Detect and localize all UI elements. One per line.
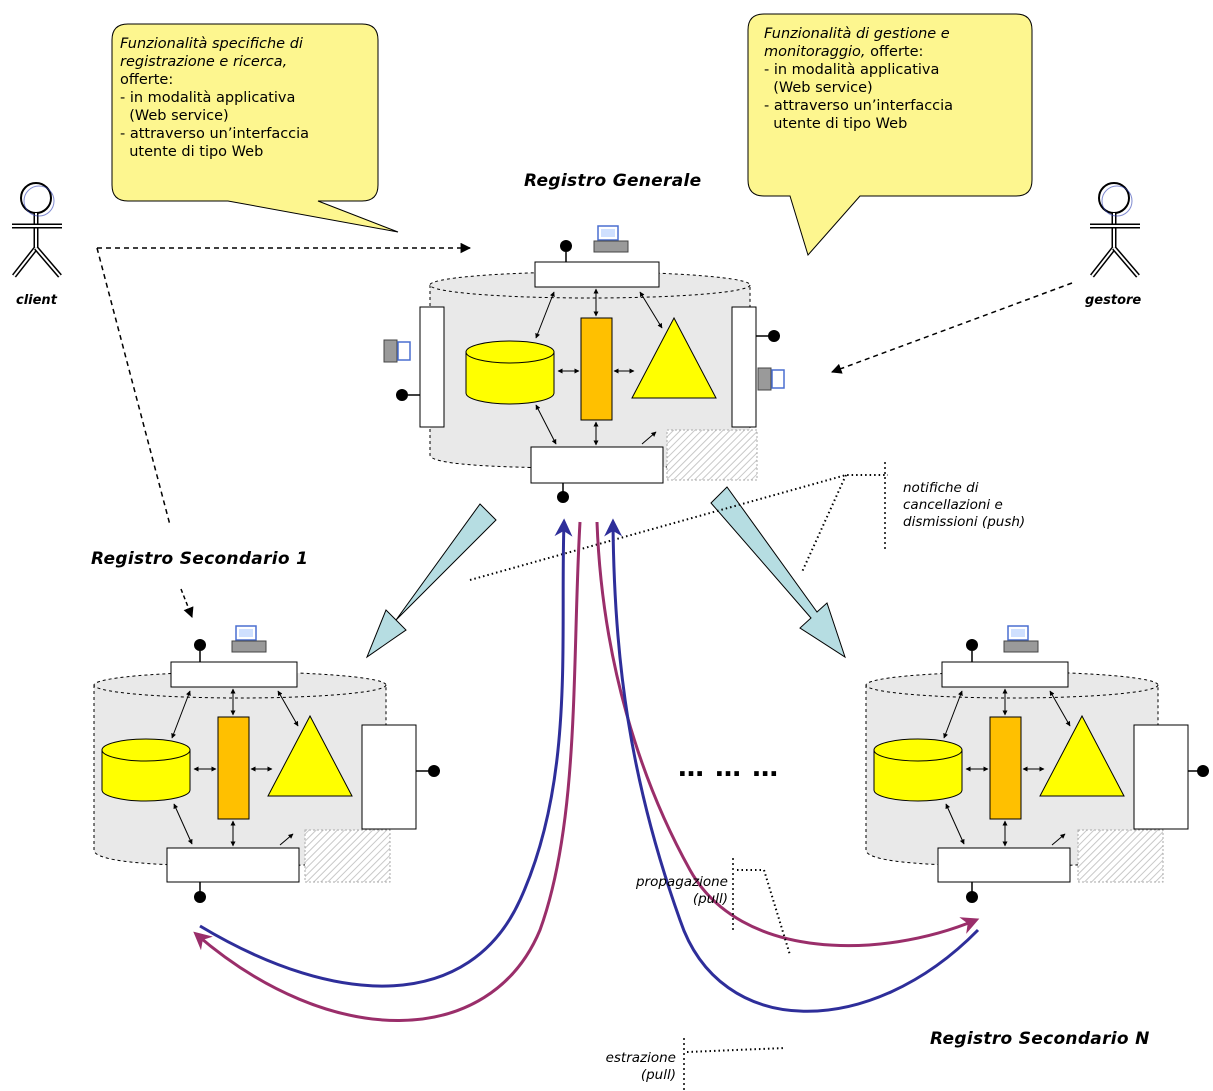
client-label: client xyxy=(16,293,57,308)
registro-generale-block xyxy=(383,225,785,503)
callout-left-line: registrazione e ricerca, xyxy=(120,54,288,70)
notifiche-dotted-connector xyxy=(469,474,888,581)
more-registries-ellipsis: … … … xyxy=(678,753,780,783)
registro-secondario-1-block xyxy=(93,625,440,903)
title-registro-secondario-n: Registro Secondario N xyxy=(930,1029,1150,1049)
client-actor-icon xyxy=(12,182,62,278)
callout-right-line: - attraverso un’interfaccia xyxy=(764,98,954,114)
callout-left-line: Funzionalità specifiche di xyxy=(120,36,303,52)
callout-left-line: - in modalità applicativa xyxy=(120,90,296,106)
registro-secondario-n-block xyxy=(865,625,1209,903)
gestore-actor-icon xyxy=(1090,182,1140,278)
callout-left-line: (Web service) xyxy=(120,108,229,124)
callout-right-bubble xyxy=(747,13,1033,257)
propagazione-curve-right xyxy=(595,521,980,948)
callout-right-line: utente di tipo Web xyxy=(764,116,908,132)
estrazione-curve-right xyxy=(604,518,980,1013)
propagazione-curve-left xyxy=(199,518,573,988)
propagazione-label: propagazione (pull) xyxy=(635,874,728,907)
title-registro-secondario-1: Registro Secondario 1 xyxy=(91,549,309,569)
gestore-to-general-dashed-arrow xyxy=(831,282,1073,374)
callout-left-text: Funzionalità specifiche di registrazione … xyxy=(120,35,309,161)
gestore-label: gestore xyxy=(1085,293,1142,308)
callout-right-text: Funzionalità di gestione e monitoraggio, … xyxy=(764,25,953,133)
general-to-secondaryN-push-arrow xyxy=(710,486,846,659)
client-to-secondary1-dashed-line xyxy=(96,247,171,526)
propagazione-dotted-connector xyxy=(737,869,791,956)
notifiche-label: notifiche di cancellazioni e dismissioni… xyxy=(903,480,1026,530)
estrazione-label: estrazione (pull) xyxy=(605,1050,676,1083)
notifiche-dotted-connector-2 xyxy=(801,474,847,573)
client-to-secondary1-short-arrow xyxy=(180,588,194,618)
callout-right-line: Funzionalità di gestione e xyxy=(764,26,950,42)
callout-left-line: offerte: xyxy=(120,72,174,88)
callout-right-line: (Web service) xyxy=(764,80,873,96)
general-to-secondary1-push-arrow xyxy=(365,503,497,659)
callout-left-line: utente di tipo Web xyxy=(120,144,264,160)
callout-left-bubble xyxy=(111,23,399,233)
callout-left-line: - attraverso un’interfaccia xyxy=(120,126,310,142)
estrazione-dotted-connector xyxy=(686,1047,786,1053)
callout-right-line: - in modalità applicativa xyxy=(764,62,940,78)
estrazione-curve-left xyxy=(193,521,582,1022)
title-registro-generale: Registro Generale xyxy=(524,171,702,191)
callout-right-line: monitoraggio, offerte: xyxy=(764,44,924,60)
